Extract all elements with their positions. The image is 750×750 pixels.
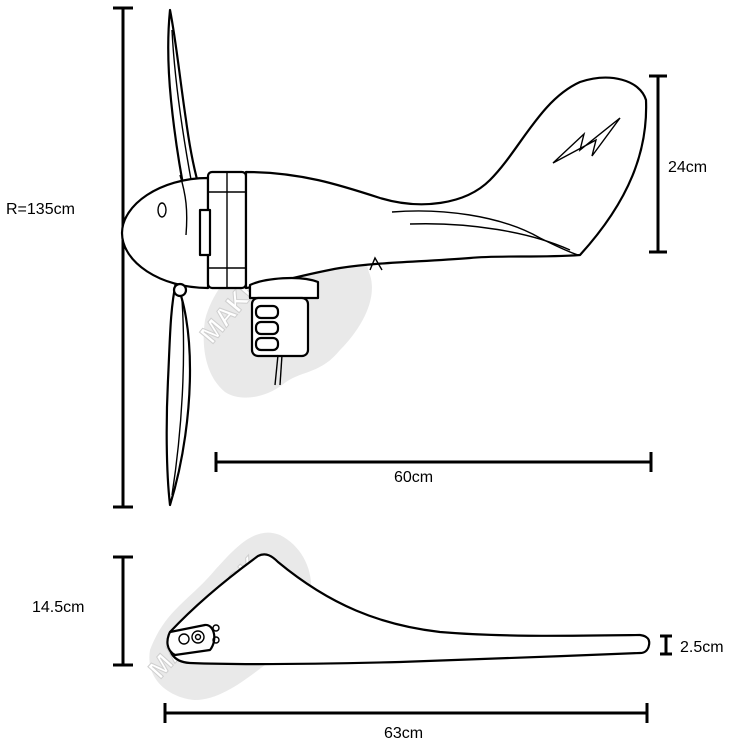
blade-length-label: 63cm: [384, 725, 423, 742]
yaw-mount: [248, 276, 320, 300]
lower-blade: [165, 280, 192, 507]
tail-height-label: 24cm: [668, 159, 707, 176]
body-tail: [244, 76, 648, 290]
blade-width-dimension: 14.5cm: [32, 555, 133, 667]
nose-cone: [120, 176, 210, 290]
body-length-dimension: 60cm: [214, 452, 653, 486]
rotor-radius-label: R=135cm: [6, 201, 75, 218]
blade-width-label: 14.5cm: [32, 599, 84, 616]
blade-tip-label: 2.5cm: [680, 639, 724, 656]
blade-tip-dimension: 2.5cm: [660, 634, 724, 656]
blade-outline: [167, 553, 651, 666]
tail-height-dimension: 24cm: [649, 74, 707, 254]
body-length-label: 60cm: [394, 469, 433, 486]
rotor-radius-dimension: R=135cm: [6, 6, 133, 509]
blade-detail: [166, 553, 651, 666]
blade-length-dimension: 63cm: [163, 703, 649, 742]
turbine-side-view: [120, 8, 648, 507]
lightning-bolt-icon: [552, 117, 621, 164]
